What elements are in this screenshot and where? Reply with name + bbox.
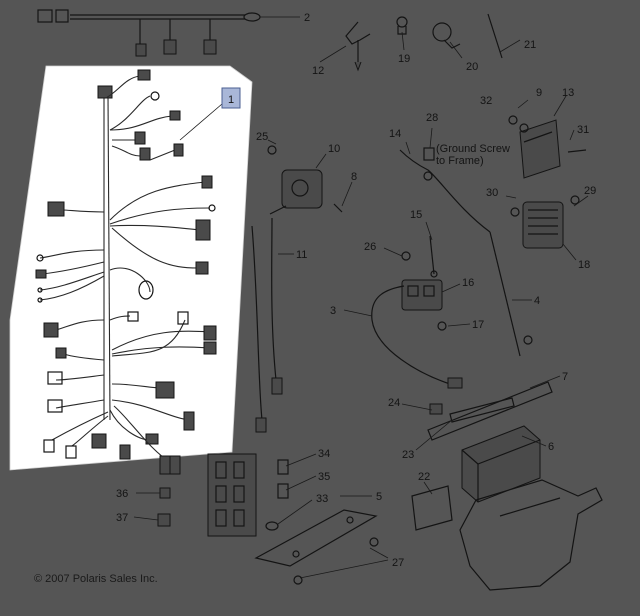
leader-lines bbox=[133, 16, 589, 579]
callout-1-group: 1 bbox=[179, 87, 241, 141]
part-37 bbox=[157, 513, 171, 527]
callout-35: 35 bbox=[318, 471, 330, 483]
battery-box bbox=[459, 479, 603, 591]
part-11 bbox=[271, 217, 283, 395]
callout-37: 37 bbox=[116, 512, 128, 524]
callout-1: 1 bbox=[228, 94, 234, 106]
ground-note-line2: to Frame) bbox=[436, 155, 484, 167]
part-8 bbox=[333, 203, 343, 213]
part-27a bbox=[369, 537, 379, 547]
callout-34: 34 bbox=[318, 448, 330, 460]
part-18 bbox=[522, 201, 564, 249]
part-30 bbox=[510, 207, 520, 217]
copyright-notice: © 2007 Polaris Sales Inc. bbox=[34, 573, 158, 585]
callout-22: 22 bbox=[418, 471, 430, 483]
callout-23: 23 bbox=[402, 449, 414, 461]
callout-18: 18 bbox=[578, 259, 590, 271]
part-20 bbox=[432, 22, 461, 49]
part-1-wiring-harness bbox=[35, 69, 217, 475]
callout-16: 16 bbox=[462, 277, 474, 289]
part-26b-fastener bbox=[401, 251, 411, 261]
part-19 bbox=[396, 16, 408, 35]
part-22 bbox=[411, 485, 453, 531]
callout-13: 13 bbox=[562, 87, 574, 99]
callout-labels: 2 12 19 20 21 32 9 13 31 14 28 (Ground S… bbox=[116, 12, 596, 569]
callout-4: 4 bbox=[534, 295, 540, 307]
callout-29: 29 bbox=[584, 185, 596, 197]
part-23 bbox=[449, 397, 515, 423]
part-17 bbox=[437, 321, 447, 331]
callout-15: 15 bbox=[410, 209, 422, 221]
part-6 bbox=[461, 425, 541, 503]
part-24 bbox=[429, 403, 443, 415]
part-5 bbox=[254, 509, 378, 567]
part-14 bbox=[399, 149, 491, 233]
part-11-lead bbox=[251, 225, 267, 433]
part-32 bbox=[508, 115, 518, 125]
part-2-cable bbox=[37, 9, 261, 57]
callout-9: 9 bbox=[536, 87, 542, 99]
part-3 bbox=[371, 285, 463, 389]
callout-14: 14 bbox=[389, 128, 401, 140]
callout-21: 21 bbox=[524, 39, 536, 51]
callout-19: 19 bbox=[398, 53, 410, 65]
callout-6: 6 bbox=[548, 441, 554, 453]
part-16 bbox=[401, 279, 443, 311]
callout-10: 10 bbox=[328, 143, 340, 155]
part-29 bbox=[570, 195, 580, 205]
part-28 bbox=[423, 147, 435, 161]
callout-2: 2 bbox=[304, 12, 310, 24]
part-10 bbox=[269, 169, 323, 215]
part-34 bbox=[277, 459, 289, 475]
part-27b bbox=[293, 575, 303, 585]
fuse-box bbox=[207, 453, 257, 537]
part-15 bbox=[429, 235, 435, 275]
callout-36: 36 bbox=[116, 488, 128, 500]
callout-12: 12 bbox=[312, 65, 324, 77]
part-9 bbox=[519, 123, 529, 133]
callout-32: 32 bbox=[480, 95, 492, 107]
part-13 bbox=[519, 119, 561, 179]
callout-27: 27 bbox=[392, 557, 404, 569]
callout-25: 25 bbox=[256, 131, 268, 143]
part-31 bbox=[567, 149, 587, 153]
part-21 bbox=[487, 13, 503, 59]
part-7 bbox=[427, 381, 553, 441]
callout-8: 8 bbox=[351, 171, 357, 183]
callout-5: 5 bbox=[376, 491, 382, 503]
callout-11: 11 bbox=[296, 249, 307, 261]
callout-33: 33 bbox=[316, 493, 328, 505]
part-4 bbox=[489, 231, 521, 357]
part-25 bbox=[267, 145, 277, 155]
part-35 bbox=[277, 483, 289, 499]
callout-17: 17 bbox=[472, 319, 484, 331]
callout-7: 7 bbox=[562, 371, 568, 383]
part-15-end bbox=[430, 270, 438, 278]
callout-30: 30 bbox=[486, 187, 498, 199]
part-4-bolt bbox=[523, 335, 533, 345]
callout-24: 24 bbox=[388, 397, 400, 409]
callout-31: 31 bbox=[577, 124, 589, 136]
part-33 bbox=[265, 521, 279, 531]
callout-20: 20 bbox=[466, 61, 478, 73]
callout-28: 28 bbox=[426, 112, 438, 124]
callout-1-box bbox=[221, 87, 241, 109]
ground-note-line1: (Ground Screw bbox=[436, 143, 510, 155]
part-12 bbox=[345, 21, 371, 72]
harness-panel bbox=[9, 65, 253, 471]
part-36 bbox=[159, 487, 171, 499]
callout-26-lower: 26 bbox=[364, 241, 376, 253]
callout-3: 3 bbox=[330, 305, 336, 317]
